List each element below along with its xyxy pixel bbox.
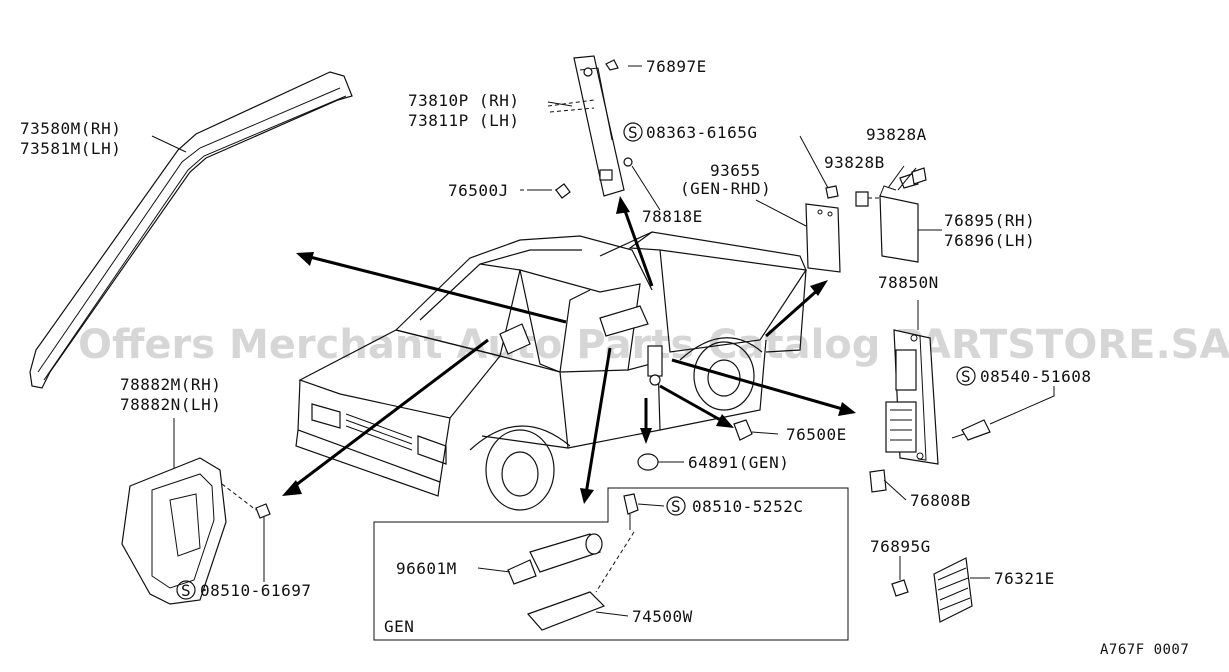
plug-64891 [637,453,659,471]
label-76808b: 76808B [910,491,971,510]
label-76500j: 76500J [448,181,509,200]
label-78882n: 78882N(LH) [120,395,221,414]
vent-76321e [933,557,973,623]
mud-guard-78882m [121,457,227,605]
label-08510-61697: 08510-61697 [200,581,311,600]
grommet-76500e [733,419,753,441]
motor-96601m [507,533,603,585]
label-76500e: 76500E [786,425,847,444]
screw-symbol-08510-5252: S [666,496,686,516]
label-76321e: 76321E [994,569,1055,588]
svg-text:S: S [671,497,681,516]
label-76895g: 76895G [870,537,931,556]
label-08540-51608: 08540-51608 [980,367,1091,386]
label-73581m: 73581M(LH) [20,139,121,158]
label-76897e: 76897E [646,57,707,76]
label-gen: GEN [384,617,414,636]
label-93828b: 93828B [824,153,885,172]
label-78850n: 78850N [878,273,939,292]
roof-drip-molding [29,71,353,389]
label-78882m: 78882M(RH) [120,375,221,394]
label-73580m: 73580M(RH) [20,119,121,138]
label-74500w: 74500W [632,607,693,626]
pillar-finisher [555,55,633,199]
label-73811p: 73811P (LH) [408,111,519,130]
mud-flap-93655 [805,203,841,273]
reference-code: A767F 0007 [1100,642,1189,658]
label-96601m: 96601M [396,559,457,578]
screw-symbol-08540: S [956,366,976,386]
label-08510-5252c: 08510-5252C [692,497,803,516]
label-93828a: 93828A [866,125,927,144]
bracket-76895 [879,195,919,263]
screw-symbol-08510-61697: S [176,580,196,600]
label-76896: 76896(LH) [944,231,1035,250]
screw-symbol-08363: S [623,122,643,142]
label-76895: 76895(RH) [944,211,1035,230]
svg-text:S: S [181,581,191,600]
label-93655: 93655 [710,161,761,180]
label-78818e: 78818E [642,207,703,226]
svg-text:S: S [628,123,638,142]
clip-76808b [869,469,887,493]
label-73810p: 73810P (RH) [408,91,519,110]
truck-illustration [295,231,807,511]
label-64891: 64891(GEN) [688,453,789,472]
svg-text:S: S [961,367,971,386]
label-08363-6165g: 08363-6165G [646,123,757,142]
location-arrows [282,196,856,504]
label-93655-sub: (GEN-RHD) [680,179,771,198]
bracket-74500w [526,591,606,631]
tail-lamp-78850n [885,329,939,465]
gen-box [373,487,849,641]
